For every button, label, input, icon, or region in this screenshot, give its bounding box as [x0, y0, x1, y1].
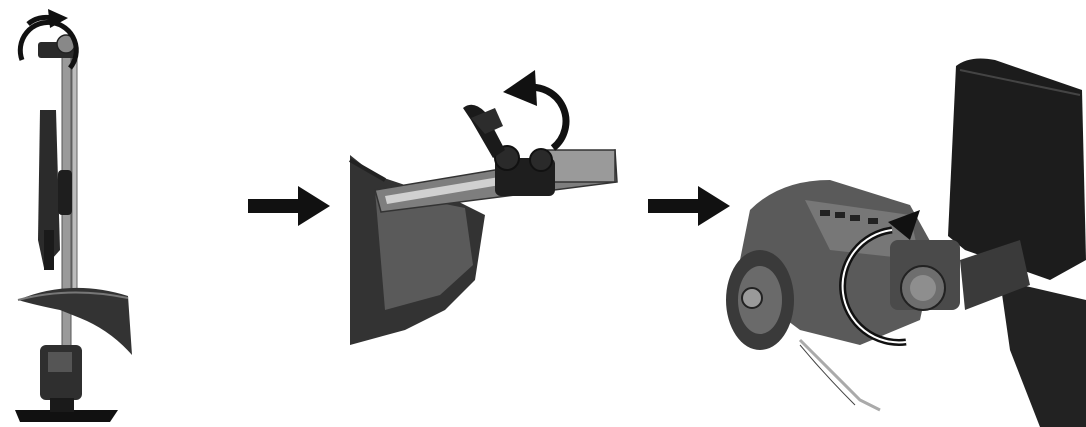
step-2-illustration: [345, 0, 625, 427]
trimmer-motor-head: [15, 345, 118, 422]
step-1-illustration: [0, 0, 150, 427]
step-3-illustration: [720, 0, 1086, 427]
rotate-counterclockwise-icon: [503, 70, 566, 148]
next-arrow-icon: [248, 186, 330, 226]
next-arrow-icon: [648, 186, 730, 226]
trimmer-guard: [18, 288, 132, 355]
